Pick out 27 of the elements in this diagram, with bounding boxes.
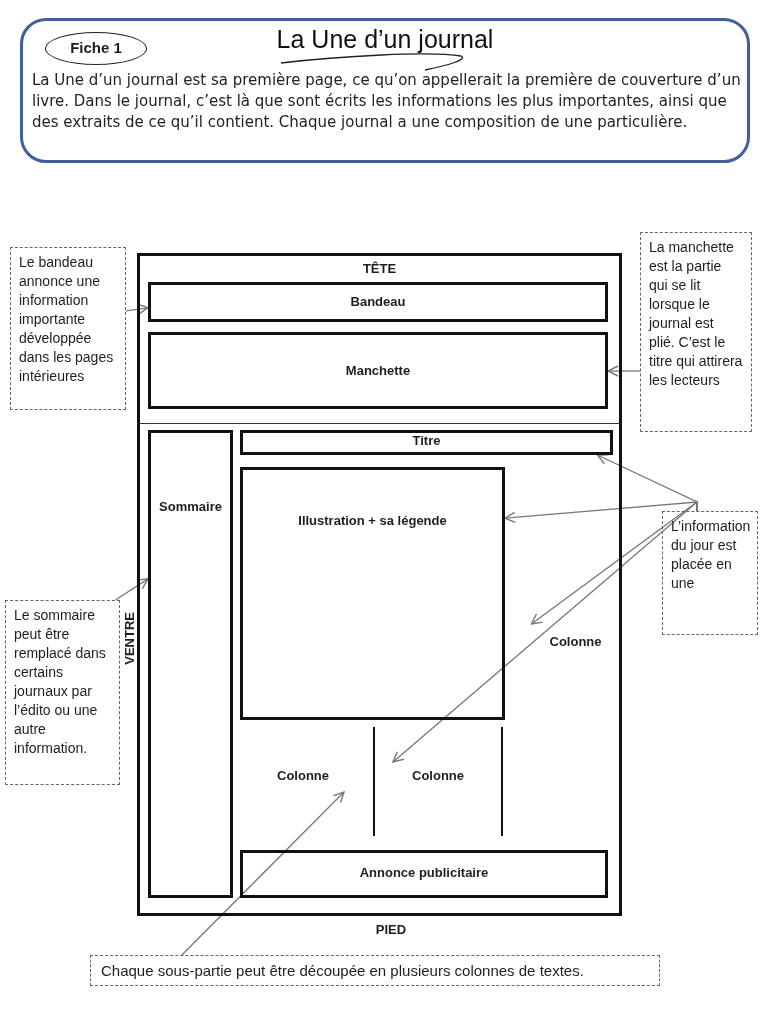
intro-paragraph: La Une d’un journal est sa première page, ce qu’on appellerait la première de couverture d’un livre. Dans le journal, c’est là que sont écrits les informations les plus importantes, ainsi que des extraits de ce qu’il contient. Chaque journal a une composition de une particulière.	[32, 70, 742, 133]
column-label: Colonne	[236, 762, 370, 792]
layout-block: Sommaire	[148, 430, 233, 898]
section-label: VENTRE	[123, 612, 137, 665]
page-head-section	[137, 253, 622, 424]
leader-arrow	[607, 365, 641, 377]
callout-box: Chaque sous-partie peut être découpée en plusieurs colonnes de textes.	[90, 955, 660, 986]
header-card	[20, 18, 750, 163]
callout-box: L’information du jour est placée en une	[662, 511, 758, 635]
page-title: La Une d’un journal	[276, 24, 494, 54]
callout-box: Le sommaire peut être remplacé dans certains journaux par l’édito ou une autre information.	[5, 600, 120, 785]
section-label: TÊTE	[362, 261, 397, 277]
callout-box: Le bandeau annonce une information importante développée dans les pages intérieures	[10, 247, 126, 410]
column-label: Colonne	[522, 624, 619, 656]
leader-arrow	[125, 303, 149, 315]
leader-arrow	[504, 501, 698, 524]
layout-block: Bandeau	[148, 282, 608, 322]
layout-block: Annonce publicitaire	[240, 850, 608, 898]
layout-block: Titre	[240, 430, 613, 455]
layout-block: Illustration + sa légende	[240, 467, 505, 720]
layout-block: Manchette	[148, 332, 608, 409]
callout-box: La manchette est la partie qui se lit lorsque le journal est plié. C’est le titre qui attirera les lecteurs	[640, 232, 752, 432]
section-label: PIED	[375, 922, 407, 938]
leader-arrow	[114, 578, 149, 601]
leader-arrow	[392, 500, 698, 763]
column-label: Colonne	[378, 762, 498, 792]
leader-arrow	[181, 791, 345, 956]
